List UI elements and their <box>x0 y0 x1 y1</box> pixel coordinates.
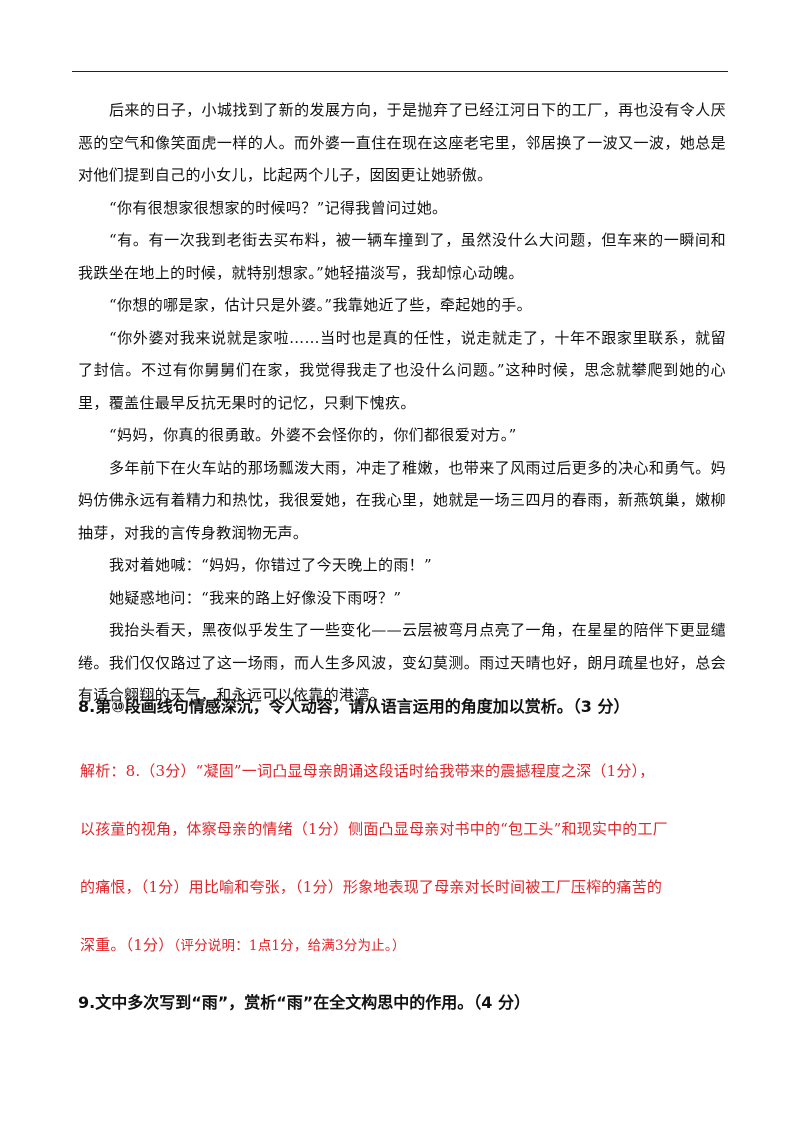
paragraph: “你外婆对我来说就是家啦……当时也是真的任性，说走就走了，十年不跟家里联系，就留… <box>78 328 726 412</box>
analysis-line: 解析：8.（3分）“凝固”一词凸显母亲朗诵这段话时给我带来的震撼程度之深（1分）… <box>80 762 655 780</box>
paragraph: “你想的哪是家，估计只是外婆。”我靠她近了些，牵起她的手。 <box>109 296 532 314</box>
header-rule <box>72 71 728 72</box>
paragraph: 她疑惑地问：“我来的路上好像没下雨呀？” <box>109 588 402 607</box>
paragraph: 多年前下在火车站的那场瓢泼大雨，冲走了稚嫩，也带来了风雨过后更多的决心和勇气。妈… <box>78 458 726 542</box>
reading-passage: 后来的日子，小城找到了新的发展方向，于是抛弃了已经江河日下的工厂，再也没有令人厌… <box>78 94 726 712</box>
paragraph: 我对着她喊：“妈妈，你错过了今天晚上的雨！” <box>109 556 433 574</box>
paragraph: “妈妈，你真的很勇敢。外婆不会怪你的，你们都很爱对方。” <box>109 426 517 444</box>
scoring-note: （评分说明：1点1分，给满3分为止。） <box>173 938 406 954</box>
analysis-line-last: 深重。（1分）（评分说明：1点1分，给满3分为止。） <box>80 916 740 975</box>
question-9: 9.文中多次写到“雨”，赏析“雨”在全文构思中的作用。（4 分） <box>78 993 530 1012</box>
analysis-line: 以孩童的视角，体察母亲的情绪（1分）侧面凸显母亲对书中的“包工头”和现实中的工厂 <box>80 820 668 838</box>
question-8: 8.第⑩段画线句情感深沉，令人动容，请从语言运用的角度加以赏析。（3 分） <box>78 697 630 716</box>
paragraph: 我抬头看天，黑夜似乎发生了一些变化——云层被弯月点亮了一角，在星星的陪伴下更显缱… <box>78 621 726 704</box>
paragraph: “有。有一次我到老街去买布料，被一辆车撞到了，虽然没什么大问题，但车来的一瞬间和… <box>78 231 726 282</box>
paragraph: 后来的日子，小城找到了新的发展方向，于是抛弃了已经江河日下的工厂，再也没有令人厌… <box>78 101 726 184</box>
analysis-text: 深重。（1分） <box>80 936 174 954</box>
paragraph: “你有很想家很想家的时候吗？”记得我曾问过她。 <box>109 198 448 217</box>
answer-analysis: 解析：8.（3分）“凝固”一词凸显母亲朗诵这段话时给我带来的震撼程度之深（1分）… <box>80 742 740 975</box>
analysis-line: 的痛恨，（1分）用比喻和夸张，（1分）形象地表现了母亲对长时间被工厂压榨的痛苦的 <box>80 878 663 896</box>
